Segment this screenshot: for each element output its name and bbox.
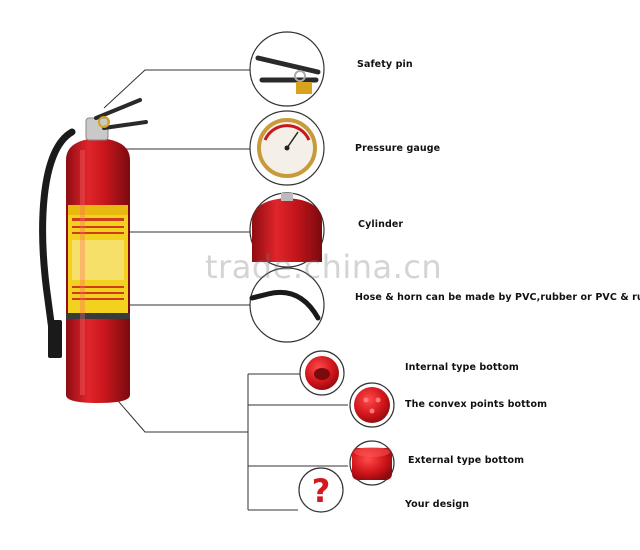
label-your-design: Your design [405,499,470,510]
horn [48,320,62,358]
strap [66,313,130,319]
watermark: trade.china.cn [205,248,443,286]
your-design-detail: ? [298,467,344,513]
hose [39,128,76,334]
pressure-gauge-detail [249,110,325,186]
label-internal-bottom: Internal type bottom [405,362,519,373]
line-safety-pin [103,69,251,109]
label-pressure-gauge: Pressure gauge [355,143,441,154]
convex-bottom-detail [349,382,395,428]
external-bottom-detail [349,440,395,486]
label-safety-pin: Safety pin [357,59,413,70]
fire-extinguisher [39,98,148,403]
label-external-bottom: External type bottom [408,455,525,466]
label-hose: Hose & horn can be made by PVC,rubber or… [355,292,640,303]
internal-bottom-detail [299,350,345,396]
label-convex-bottom: The convex points bottom [405,399,548,410]
handle-top [94,98,142,120]
hose-detail [249,267,325,343]
cylinder-detail [249,192,325,268]
pin-ring [98,116,110,128]
detail-circles: ? [249,31,395,513]
safety-pin-detail [249,31,325,107]
label-cylinder: Cylinder [358,219,404,230]
question-mark-icon: ? [312,472,331,510]
handle-bottom [102,120,148,130]
